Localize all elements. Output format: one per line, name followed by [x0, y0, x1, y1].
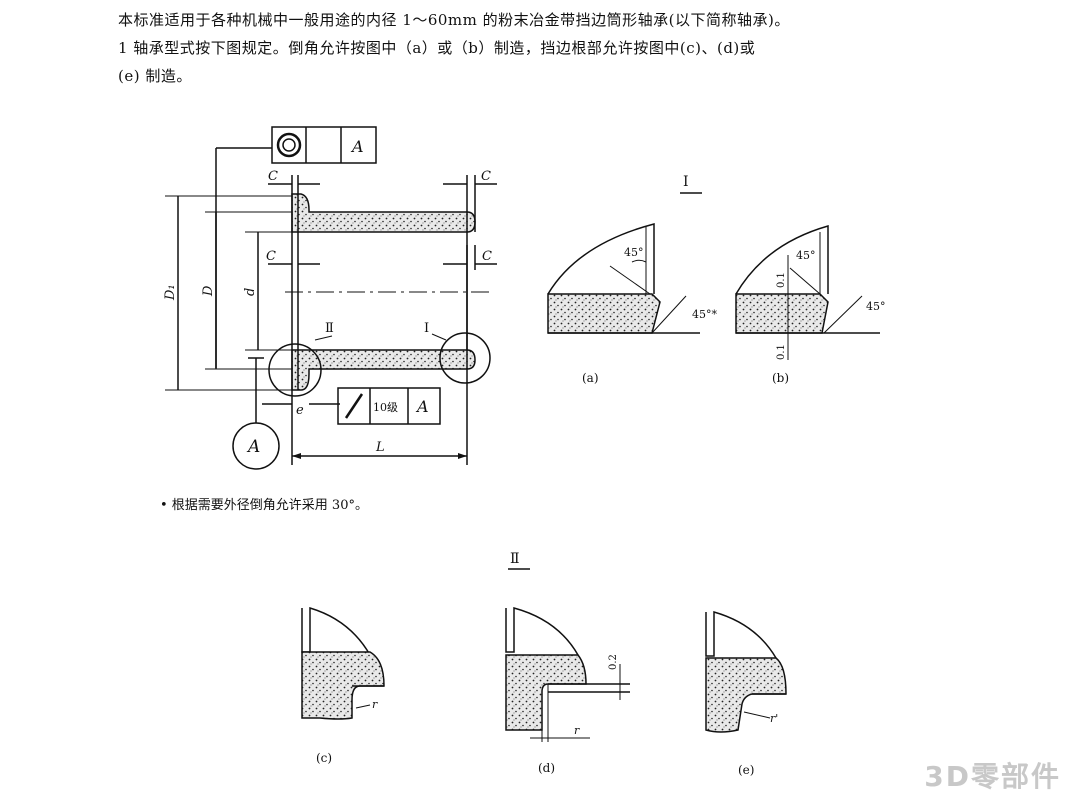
detail-a-angle-1: 45°	[624, 246, 644, 259]
detail-b-dim-bottom: 0.1	[776, 344, 787, 360]
note-chamfer-30: • 根据需要外径倒角允许采用 30°。	[160, 498, 368, 513]
grade-label: 10级	[373, 401, 398, 414]
dim-c-4: C	[482, 249, 492, 264]
dim-e: e	[296, 403, 304, 418]
main-bearing-drawing: A C C C C	[163, 126, 497, 470]
detail-c-caption: (c)	[316, 751, 332, 765]
dim-c-2: C	[481, 169, 491, 184]
detail-II-title: Ⅱ	[510, 551, 520, 567]
detail-b-angle-2: 45°	[866, 300, 886, 313]
detail-a-angle-2: 45°*	[692, 308, 717, 321]
detail-I: Ⅰ 45° 45°* (a) 45° 45° 0.1 0	[547, 174, 886, 385]
detail-b-caption: (b)	[772, 371, 789, 385]
dim-D1: D₁	[163, 284, 178, 301]
detail-d-dim: 0.2	[608, 654, 619, 670]
tolerance-frame-bottom: 10级 A	[337, 387, 441, 425]
datum-label-top: A	[350, 137, 364, 156]
detail-e: r' (e)	[705, 611, 787, 777]
detail-d-caption: (d)	[538, 761, 555, 775]
detail-e-label: r'	[770, 712, 778, 725]
datum-label-bottom: A	[415, 397, 429, 416]
detail-d-label: r	[574, 724, 580, 737]
bearing-section-bottom	[291, 349, 476, 391]
datum-circle-label: A	[246, 437, 260, 457]
dim-d: d	[243, 288, 258, 296]
clause-1-line-2: (e) 制造。	[118, 67, 192, 85]
detail-c: r (c)	[301, 606, 385, 765]
detail-b: 45° 45° 0.1 0.1 (b)	[735, 225, 886, 385]
clause-1-line-1: 1 轴承型式按下图规定。倒角允许按图中（a）或（b）制造，挡边根部允许按图中(c…	[118, 39, 756, 57]
detail-ref-II: Ⅱ	[325, 321, 334, 336]
detail-e-caption: (e)	[738, 763, 754, 777]
detail-a: 45° 45°* (a)	[547, 223, 717, 385]
detail-II: Ⅱ r (c) 0.2 r (d)	[301, 551, 787, 777]
dim-c-1: C	[268, 169, 278, 184]
tolerance-frame-top: A	[271, 126, 377, 164]
detail-a-caption: (a)	[582, 371, 599, 385]
watermark-logo: 3D零部件	[924, 760, 1061, 793]
detail-I-title: Ⅰ	[683, 174, 689, 190]
detail-b-angle-1: 45°	[796, 249, 816, 262]
detail-ref-I: Ⅰ	[424, 321, 429, 336]
detail-circle-II	[268, 343, 322, 397]
bearing-section-top	[291, 193, 476, 233]
dim-c-3: C	[266, 249, 276, 264]
detail-d: 0.2 r (d)	[505, 607, 630, 775]
intro-paragraph: 本标准适用于各种机械中一般用途的内径 1～60mm 的粉末冶金带挡边筒形轴承(以…	[118, 11, 790, 29]
detail-b-dim-top: 0.1	[776, 272, 787, 288]
dim-D: D	[201, 285, 216, 297]
detail-circle-I	[439, 332, 491, 384]
dim-L: L	[375, 440, 385, 455]
detail-c-label: r	[372, 698, 378, 711]
